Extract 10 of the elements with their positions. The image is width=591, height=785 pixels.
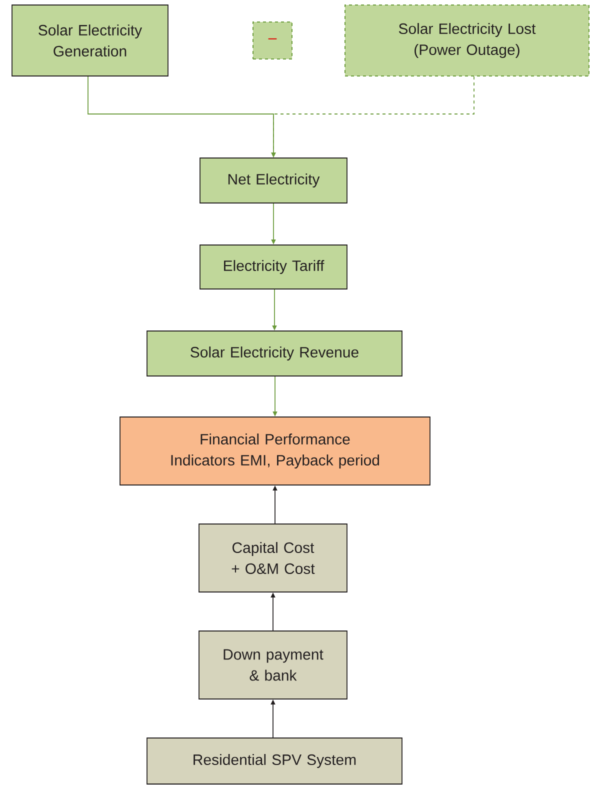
- process-box: Net Electricity: [200, 158, 348, 204]
- process-box: Down payment & bank: [198, 630, 348, 700]
- process-box: Solar Electricity Revenue: [146, 330, 402, 376]
- process-box: Solar Electricity Generation: [12, 4, 168, 76]
- process-box: Capital Cost + O&M Cost: [198, 524, 348, 592]
- process-box: Solar Electricity Lost (Power Outage): [344, 4, 590, 76]
- operator-box: –: [252, 22, 292, 60]
- process-box: Electricity Tariff: [200, 244, 348, 290]
- process-box: Residential SPV System: [146, 738, 402, 784]
- output-box: Financial Performance Indicators EMI, Payback period: [120, 416, 430, 486]
